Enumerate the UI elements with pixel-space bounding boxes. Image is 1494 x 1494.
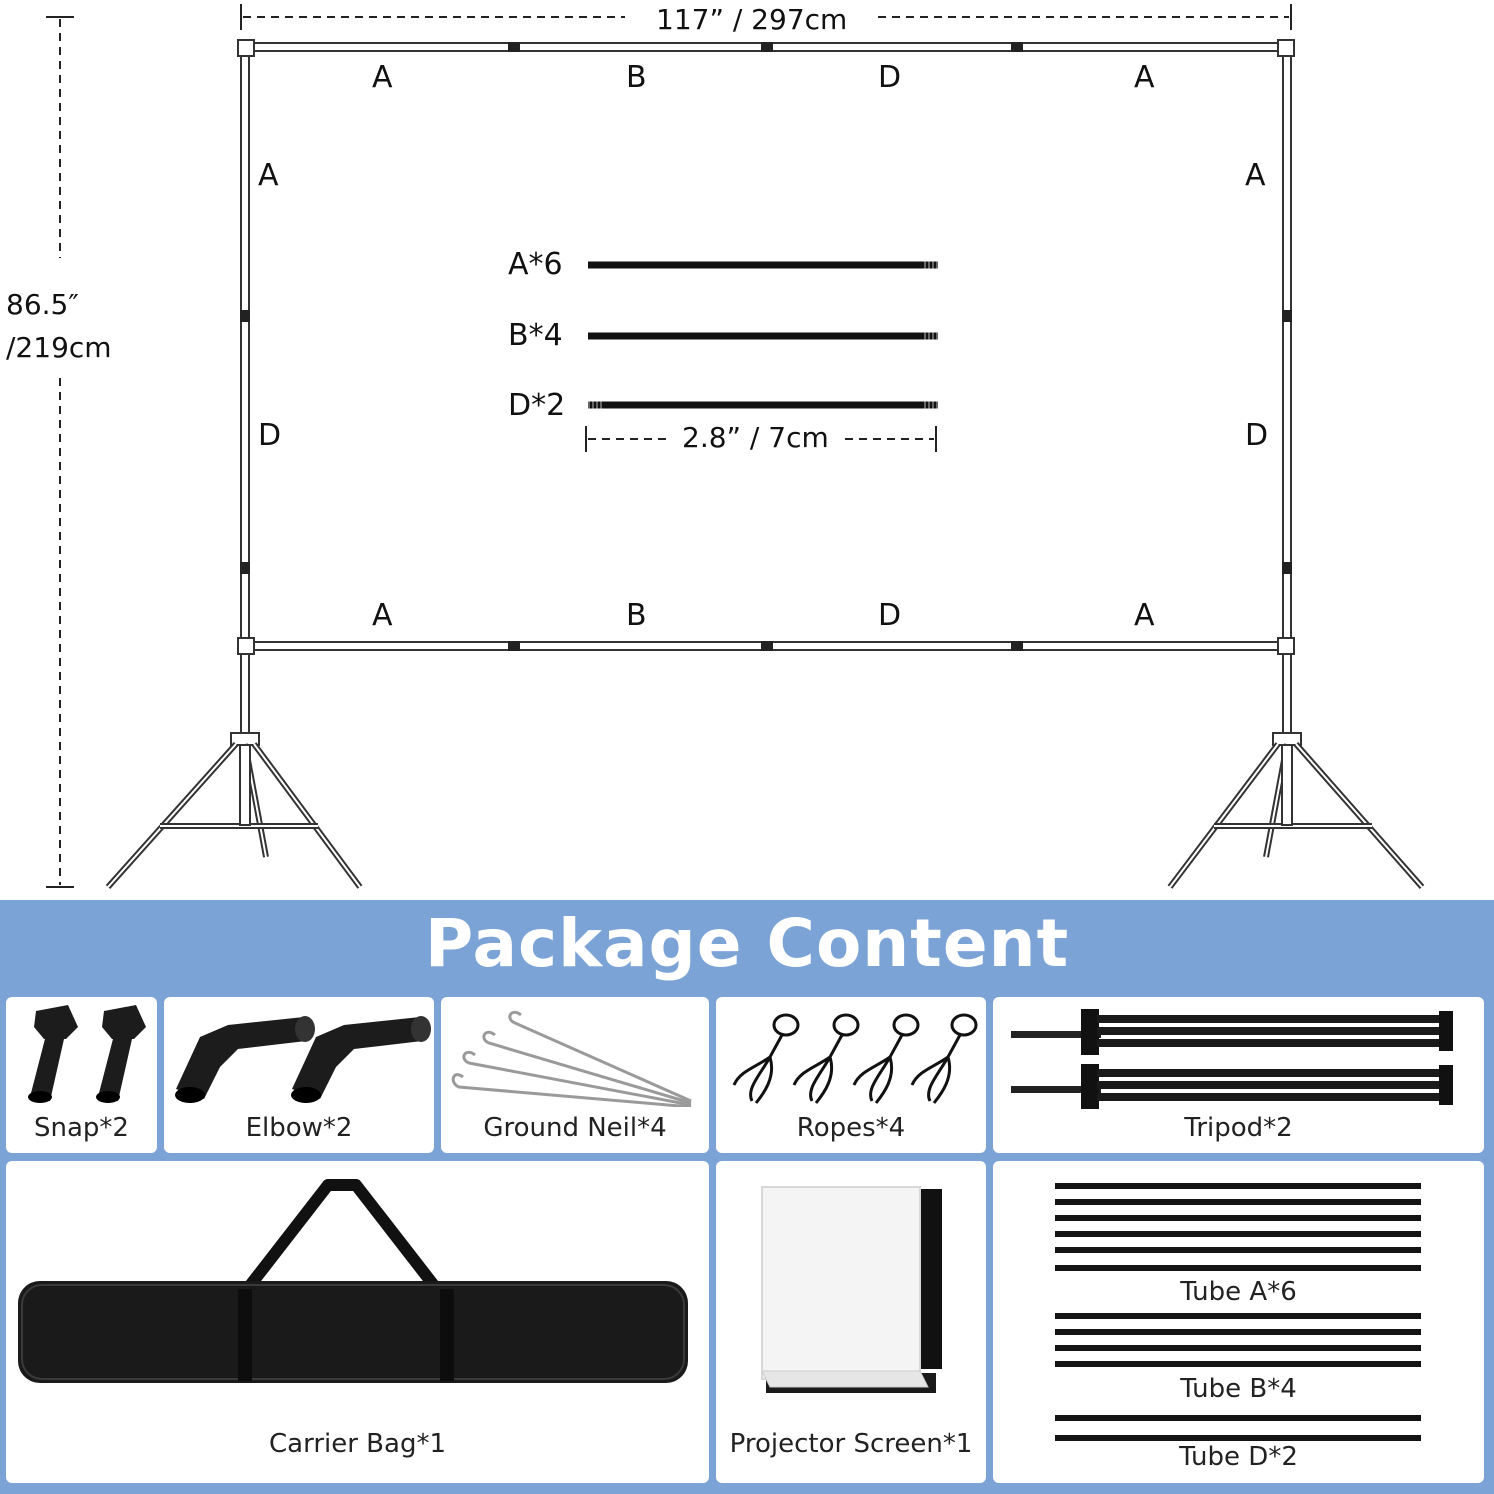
frame-label-top-2: B (626, 60, 647, 95)
carrier-bag-image (18, 1179, 688, 1383)
item-label-ropes: Ropes*4 (796, 1113, 906, 1143)
frame-label-top-1: A (372, 60, 393, 95)
item-card-tubes: Tube A*6 Tube B*4 Tube D*2 (993, 1161, 1484, 1483)
item-label-tube-a: Tube A*6 (1180, 1277, 1297, 1307)
frame-label-top-4: A (1134, 60, 1155, 95)
item-label-carrier-bag: Carrier Bag*1 (269, 1429, 446, 1459)
stand-frame-drawing (46, 4, 1425, 890)
tube-length-label: 2.8” / 7cm (682, 421, 829, 454)
item-label-ground-nail: Ground Neil*4 (483, 1113, 667, 1143)
tube-legend-a: A*6 (508, 247, 563, 282)
frame-label-left-1: A (258, 158, 279, 193)
package-title: Package Content (424, 905, 1070, 982)
height-dimension-label-cm: /219cm (6, 331, 112, 364)
item-label-tube-d: Tube D*2 (1179, 1442, 1298, 1472)
item-card-ropes: Ropes*4 (716, 997, 986, 1153)
projector-screen-image (761, 1186, 942, 1393)
tube-legend-d: D*2 (508, 388, 566, 423)
item-card-ground-nail: Ground Neil*4 (441, 997, 709, 1153)
frame-label-right-1: A (1245, 158, 1266, 193)
item-card-snap: Snap*2 (6, 997, 157, 1153)
item-label-tripod: Tripod*2 (1184, 1113, 1293, 1143)
tubes-image (1055, 1183, 1421, 1441)
item-card-carrier-bag: Carrier Bag*1 (6, 1161, 709, 1483)
item-label-snap: Snap*2 (34, 1113, 129, 1143)
tripod-image (1011, 1009, 1453, 1109)
width-dimension-label: 117” / 297cm (656, 3, 848, 36)
frame-label-right-2: D (1245, 418, 1269, 453)
item-card-elbow: Elbow*2 (164, 997, 434, 1153)
frame-label-bottom-4: A (1134, 598, 1155, 633)
item-label-tube-b: Tube B*4 (1180, 1374, 1297, 1404)
item-card-tripod: Tripod*2 (993, 997, 1484, 1153)
frame-label-top-3: D (878, 60, 902, 95)
frame-label-bottom-1: A (372, 598, 393, 633)
elbow-image (175, 1016, 431, 1103)
tube-legend-b: B*4 (508, 318, 563, 353)
ropes-image (732, 1013, 978, 1104)
frame-label-bottom-2: B (626, 598, 647, 633)
frame-label-left-2: D (258, 418, 282, 453)
item-label-elbow: Elbow*2 (245, 1113, 353, 1143)
frame-label-bottom-3: D (878, 598, 902, 633)
item-card-projector-screen: Projector Screen*1 (716, 1161, 986, 1483)
ground-nail-image (451, 1010, 692, 1107)
height-dimension-label: 86.5″ (6, 288, 79, 321)
snap-image (28, 1005, 146, 1103)
stand-diagram: 117” / 297cm 86.5″ /219cm 2.8” / 7cm A B… (6, 3, 1425, 890)
item-label-projector-screen: Projector Screen*1 (729, 1429, 973, 1459)
